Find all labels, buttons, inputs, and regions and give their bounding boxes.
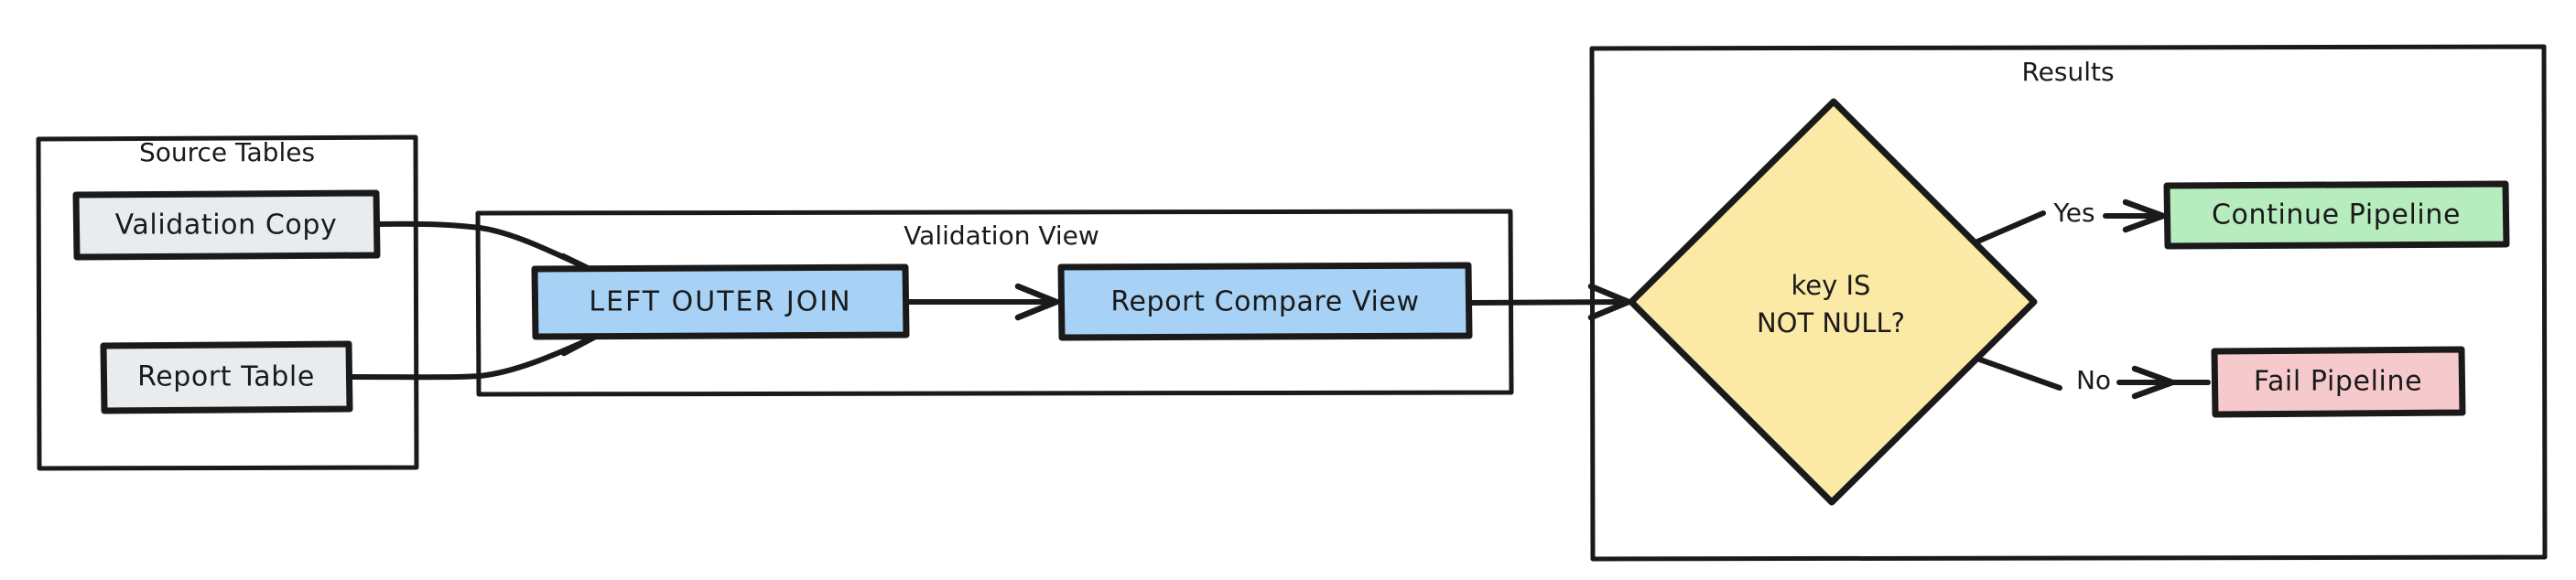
edge-decision-no: No [1975, 356, 2211, 400]
validation-copy-box [72, 189, 381, 261]
edge-label-yes: Yes [2052, 198, 2094, 228]
report-compare-view-label: Report Compare View [1110, 286, 1419, 318]
results-border [1589, 44, 2548, 562]
validation-view-border [475, 209, 1514, 397]
node-left-outer-join[interactable]: LEFT OUTER JOIN [531, 263, 910, 340]
results-title: Results [2021, 57, 2114, 87]
node-decision[interactable]: key IS NOT NULL? [1628, 98, 2038, 506]
fail-pipeline-box [2211, 346, 2466, 418]
source-tables-title: Source Tables [139, 137, 315, 167]
node-report-table[interactable]: Report Table [100, 340, 353, 414]
group-validation-view: Validation View [475, 209, 1514, 397]
source-tables-border [36, 134, 419, 471]
group-source-tables: Source Tables [36, 134, 419, 471]
edge-join-to-compare-view [905, 283, 1060, 321]
group-results: Results [1589, 44, 2548, 562]
continue-pipeline-label: Continue Pipeline [2212, 199, 2461, 231]
left-outer-join-label: LEFT OUTER JOIN [589, 286, 851, 318]
validation-view-title: Validation View [904, 220, 1099, 251]
node-report-compare-view[interactable]: Report Compare View [1057, 262, 1473, 341]
left-outer-join-box [531, 263, 910, 340]
node-fail-pipeline[interactable]: Fail Pipeline [2211, 346, 2466, 418]
node-validation-copy[interactable]: Validation Copy [72, 189, 381, 261]
decision-label-line1: key IS [1791, 270, 1871, 301]
fail-pipeline-label: Fail Pipeline [2254, 366, 2422, 398]
validation-copy-label: Validation Copy [115, 209, 338, 242]
continue-pipeline-box [2163, 180, 2510, 250]
decision-label-line2: NOT NULL? [1757, 307, 1905, 338]
edge-compare-view-to-decision [1468, 283, 1632, 321]
report-table-box [100, 340, 353, 414]
edge-label-no: No [2076, 365, 2111, 395]
report-table-label: Report Table [137, 361, 315, 393]
report-compare-view-box [1057, 262, 1473, 341]
node-continue-pipeline[interactable]: Continue Pipeline [2163, 180, 2510, 250]
edge-decision-yes: Yes [1973, 198, 2167, 245]
decision-diamond [1628, 98, 2038, 506]
